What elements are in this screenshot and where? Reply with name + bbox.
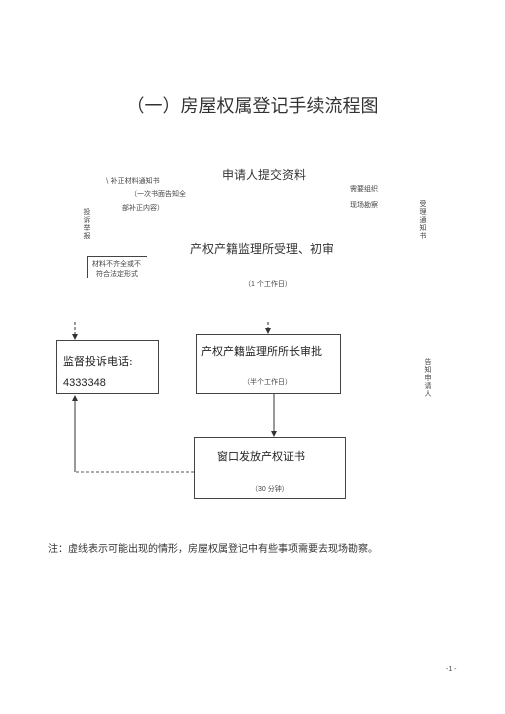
applicant-submit-node: 申请人提交资料 (222, 168, 307, 182)
certificate-issue-box: 窗口发放产权证书 （30 分钟） (194, 437, 346, 499)
complaint-hotline-number: 4333348 (63, 377, 106, 389)
step-accept-time: （1 个工作日） (244, 281, 292, 288)
correction-notice-line1: \ 补正材料通知书 (106, 177, 160, 185)
rejection-box: 材料不齐全或不 符合法定形式 (87, 256, 147, 278)
arrowhead-up-complaint (72, 395, 78, 401)
step-accept-initial-review: 产权产籍监理所受理、初审 (190, 242, 335, 256)
certificate-issue-label: 窗口发放产权证书 (217, 450, 305, 463)
page-number: -1 - (446, 666, 457, 673)
complaint-hotline-box: 监督投诉电话: 4333348 (56, 340, 159, 394)
site-survey-note-line1: 需要组织 (350, 185, 378, 193)
arrowhead-certificate (271, 431, 277, 437)
page-title: （一）房屋权属登记手续流程图 (126, 96, 379, 117)
notify-applicant-label: 告知申请人 (424, 358, 432, 398)
acceptance-notice-label: 受理通知书 (419, 200, 427, 240)
correction-notice-line3: 部补正内容） (122, 204, 164, 212)
director-approval-time: （半个工作日） (243, 378, 292, 386)
rejection-line1: 材料不齐全或不 (92, 260, 141, 268)
director-approval-box: 产权产籍监理所所长审批 （半个工作日） (196, 334, 341, 394)
dashed-arrowhead-complaint (72, 334, 78, 340)
certificate-issue-time: （30 分钟） (251, 486, 289, 493)
site-survey-note-line2: 现场勘察 (350, 201, 378, 209)
rejection-line2: 符合法定形式 (96, 270, 138, 278)
correction-notice-line2: （一次书面告知全 (130, 190, 186, 198)
complaint-hotline-label: 监督投诉电话: (63, 355, 133, 368)
footnote: 注：虚线表示可能出现的情形，房屋权属登记中有些事项需要去现场勘察。 (48, 544, 378, 555)
dashed-arrowhead-director (265, 328, 271, 334)
complaint-report-label: 投诉举报 (83, 208, 91, 240)
director-approval-label: 产权产籍监理所所长审批 (201, 345, 322, 358)
